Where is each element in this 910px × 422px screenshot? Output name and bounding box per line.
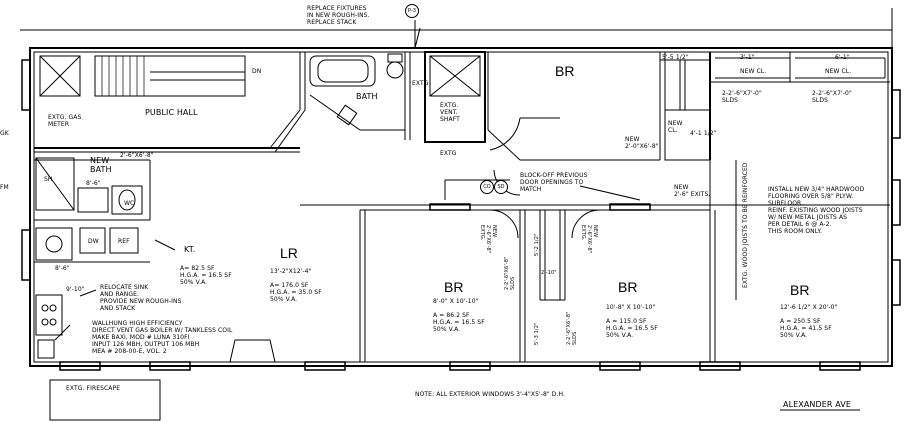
sliding-doors-2: 2-2'-6"X7'-0" SLDS bbox=[812, 90, 852, 104]
new-bath-label: NEW BATH bbox=[90, 156, 112, 174]
boiler-note: WALLHUNG HIGH EFFICIENCY DIRECT VENT GAS… bbox=[92, 320, 233, 355]
sliding-doors-mid-2: 2-2'-6"X6'-8" SLDS bbox=[566, 311, 578, 345]
stair-dn-label: DN bbox=[252, 68, 262, 75]
sliding-doors-1: 2-2'-6"X7'-0" SLDS bbox=[722, 90, 762, 104]
fm-label: FM bbox=[0, 184, 9, 191]
relocate-note: RELOCATE SINK AND RANGE. PROVIDE NEW ROU… bbox=[100, 284, 182, 312]
smoke-detector: SD bbox=[494, 180, 508, 194]
sliding-doors-mid: 2-2'-6"X6'-8" SLDS bbox=[504, 256, 516, 290]
extg-bottom-label: EXTG bbox=[440, 150, 457, 157]
door-note-left: NEW 2'-6"X6'-8" EXTG. bbox=[479, 225, 497, 254]
co-detector: CO bbox=[480, 180, 494, 194]
refrigerator-label: REF bbox=[118, 238, 130, 245]
kitchen-dim-2: 9'-10" bbox=[66, 286, 85, 293]
living-room-info: 13'-2"X12'-4" A= 176.0 SF H.G.A. = 35.0 … bbox=[270, 268, 322, 303]
bedroom-3-info: 12'-6 1/2" X 20'-0" A = 250.5 SF H.G.A. … bbox=[780, 304, 838, 339]
new-exits-note: NEW 2'-6" EXITS. bbox=[674, 184, 711, 198]
public-hall-label: PUBLIC HALL bbox=[145, 108, 198, 117]
new-door-closet: NEW 2'-0"X6'-8" bbox=[625, 136, 659, 150]
shower-label: SH bbox=[44, 176, 53, 183]
dim-5-3: 5'-3 1/2" bbox=[534, 322, 540, 345]
bedroom-3-label: BR bbox=[790, 282, 810, 298]
closet-dim-6-1: 6'-1" bbox=[835, 54, 850, 61]
living-room-label: LR bbox=[280, 245, 298, 261]
door-dim-2-6: 2'-6"X6'-8" bbox=[120, 152, 154, 159]
bath-label: BATH bbox=[356, 92, 378, 101]
replace-fixtures-note: REPLACE FIXTURES IN NEW ROUGH-INS. REPLA… bbox=[307, 5, 370, 26]
dim-2-10: 2'-10" bbox=[541, 270, 557, 276]
exterior-windows-note: NOTE: ALL EXTERIOR WINDOWS 3'-4"X5'-8" D… bbox=[415, 391, 566, 398]
hardwood-note: INSTALL NEW 3/4" HARDWOOD FLOORING OVER … bbox=[768, 186, 865, 235]
bedroom-2-label: BR bbox=[618, 279, 638, 295]
new-closet-1-label: NEW CL. bbox=[740, 68, 767, 75]
kitchen-area: A= 82.5 SF H.G.A. = 16.5 SF 50% V.A. bbox=[180, 265, 232, 286]
new-closet-vertical: NEW CL. bbox=[668, 120, 683, 134]
kitchen-label: KT. bbox=[184, 245, 196, 254]
closet-dim-3-1: 3'-1" bbox=[740, 54, 755, 61]
p3-tag: P-3 bbox=[405, 4, 419, 18]
br-top-label: BR bbox=[555, 63, 575, 79]
closet-dim-4-1: 4'-1 1/2" bbox=[690, 130, 717, 137]
dishwasher-label: DW bbox=[88, 238, 99, 245]
door-note-right: NEW 2'-6"X6'-8" EXTG. bbox=[580, 225, 598, 254]
bath-dim: 8'-6" bbox=[86, 180, 101, 187]
wc-label: WC bbox=[124, 200, 135, 207]
firescape-label: EXTG. FIRESCAPE bbox=[66, 385, 121, 392]
block-off-note: BLOCK-OFF PREVIOUS DOOR OPENINGS TO MATC… bbox=[520, 172, 588, 193]
closet-dim-5-5: 5'-5 1/2" bbox=[662, 54, 689, 61]
joists-note: EXTG. WOOD JOISTS TO BE REINFORCED bbox=[742, 162, 749, 288]
vent-shaft-label: EXTG. VENT. SHAFT bbox=[440, 102, 460, 123]
extg-bath-label: EXTG bbox=[412, 80, 429, 87]
gk-label: GK bbox=[0, 130, 9, 137]
kitchen-dim: 8'-6" bbox=[55, 265, 70, 272]
gas-meter-label: EXTG. GAS METER bbox=[48, 114, 82, 128]
new-closet-2-label: NEW CL. bbox=[825, 68, 852, 75]
bedroom-2-info: 10'-8" X 10'-10" A = 115.0 SF H.G.A. = 1… bbox=[606, 304, 658, 339]
dim-5-2: 5'-2 1/2" bbox=[534, 233, 540, 256]
bedroom-1-label: BR bbox=[444, 279, 464, 295]
bedroom-1-info: 8'-0" X 10'-10" A = 86.2 SF H.G.A. = 16.… bbox=[433, 298, 485, 333]
street-label: ALEXANDER AVE bbox=[783, 400, 852, 409]
